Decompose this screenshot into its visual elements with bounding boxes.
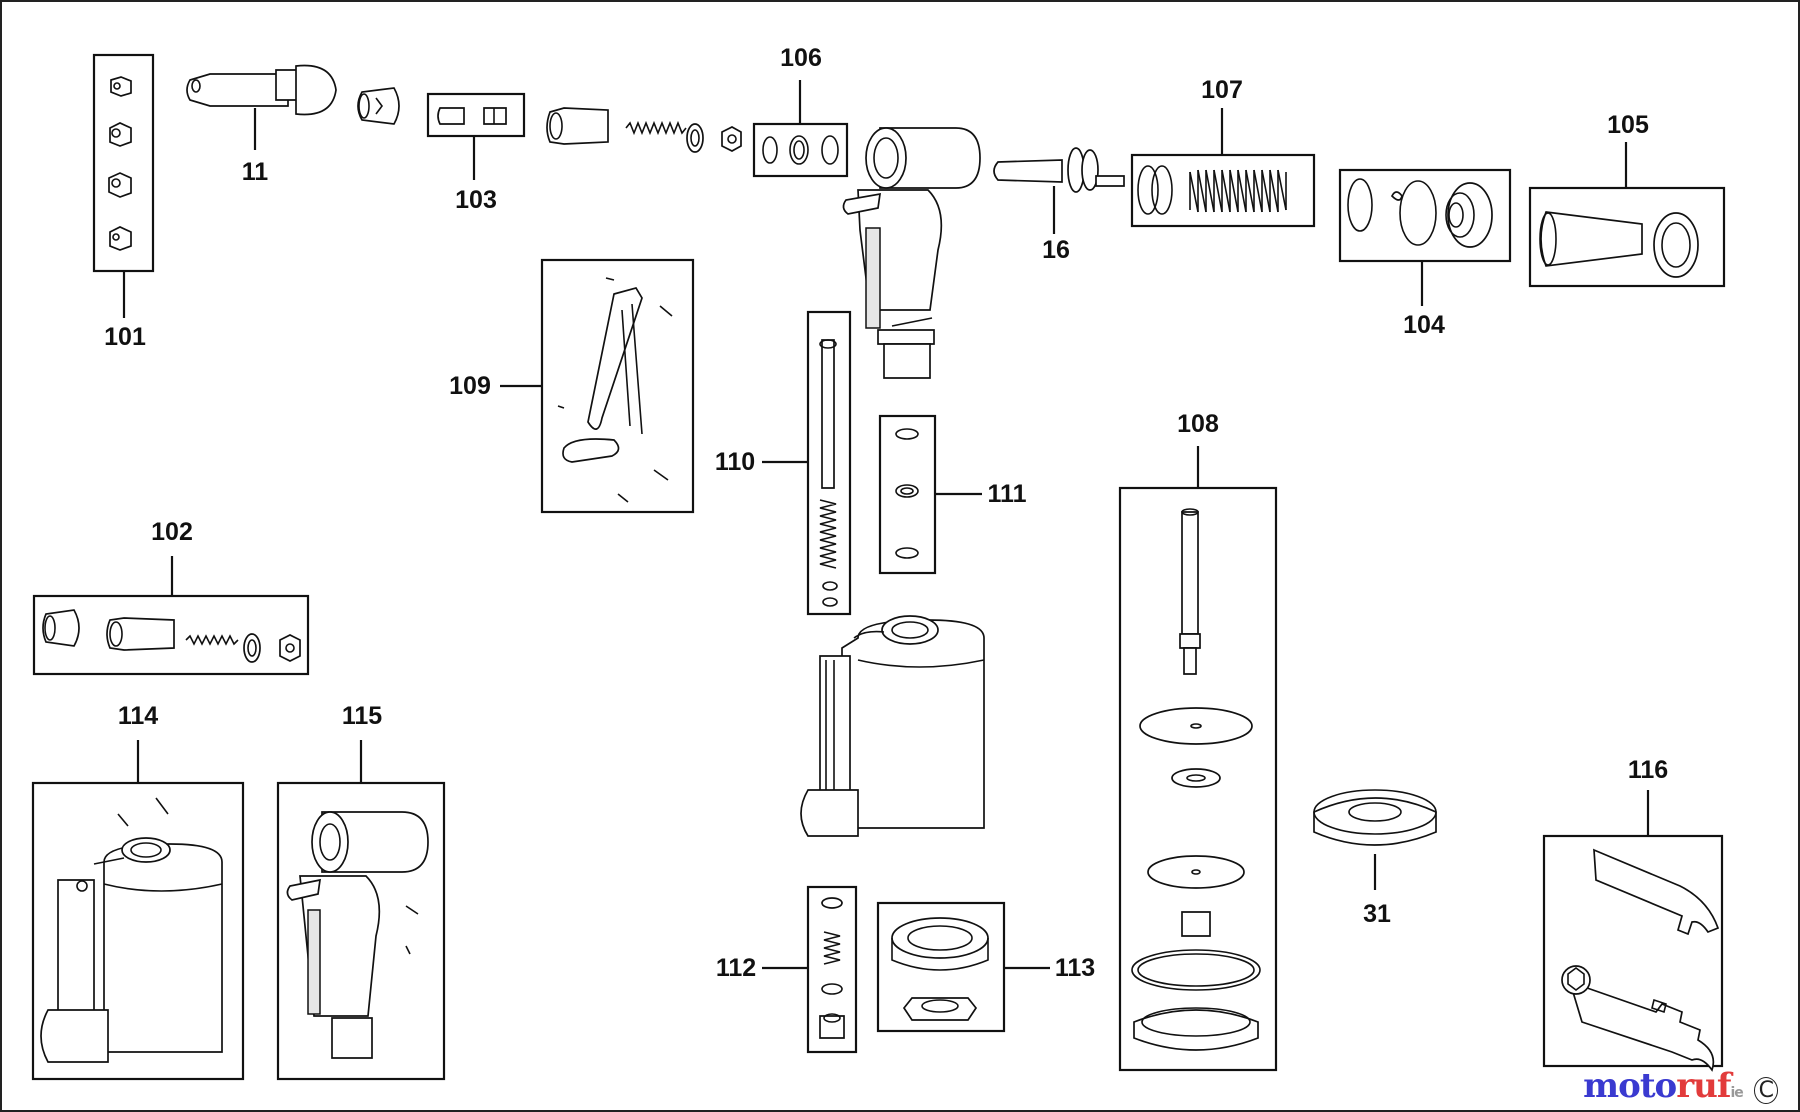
part-107-spring-kit[interactable]: 107 (1130, 76, 1316, 228)
housing-icon (40, 797, 223, 1063)
corner-mark: C (1753, 1077, 1778, 1104)
trigger-icon (557, 277, 673, 503)
part-114-housing-assembly[interactable]: 114 (31, 702, 245, 1081)
o-ring-icon (895, 428, 919, 559)
callout-113: 113 (1055, 954, 1095, 982)
callout-107: 107 (1201, 76, 1243, 104)
callout-105: 105 (1607, 111, 1649, 139)
pusher-spring-icon (546, 107, 742, 153)
part-104-piston-seals[interactable]: 104 (1338, 168, 1512, 339)
part-109-trigger-kit[interactable]: 109 (449, 258, 695, 514)
part-108-piston-kit[interactable]: 108 (1118, 410, 1278, 1072)
nozzle-icon (108, 76, 132, 251)
part-116-wrenches[interactable]: 116 (1542, 756, 1724, 1072)
callout-116: 116 (1628, 756, 1668, 784)
part-11-nose-housing[interactable]: 11 (186, 64, 337, 187)
watermark-suffix: ie (1730, 1085, 1743, 1101)
piston-kit-icon (1131, 508, 1261, 1051)
watermark-brand-part2: ruf (1676, 1066, 1731, 1106)
part-111-o-rings[interactable]: 111 (878, 414, 1027, 575)
callout-108: 108 (1177, 410, 1219, 438)
jaw-icon (437, 107, 507, 125)
callout-112: 112 (716, 954, 756, 982)
callout-102: 102 (151, 518, 193, 546)
callout-101: 101 (104, 323, 146, 351)
cylinder-icon (1539, 211, 1699, 278)
spring-icon (1137, 165, 1287, 215)
part-101-nozzle-set[interactable]: 101 (92, 53, 155, 351)
callout-114: 114 (118, 702, 158, 730)
head-icon (286, 811, 429, 1059)
collar-icon (891, 917, 989, 1021)
part-31-sealing-ring[interactable]: 31 (1313, 789, 1437, 928)
callout-103: 103 (455, 186, 497, 214)
part-16-piston-rod[interactable]: 16 (993, 147, 1125, 264)
part-115-head-assembly[interactable]: 115 (276, 702, 446, 1081)
callout-31: 31 (1363, 900, 1391, 928)
callout-11: 11 (242, 158, 269, 186)
part-113-collar-nut[interactable]: 113 (876, 901, 1095, 1033)
callout-104: 104 (1403, 311, 1445, 339)
part-105-cylinder[interactable]: 105 (1528, 111, 1726, 288)
part-103-jaws[interactable]: 103 (426, 92, 526, 214)
nose-icon (42, 609, 301, 663)
callout-115: 115 (342, 702, 382, 730)
part-106-seals[interactable]: 106 (752, 44, 849, 178)
check-valve-icon (819, 897, 845, 1039)
callout-16: 16 (1042, 236, 1070, 264)
part-110-valve-stem[interactable]: 110 (715, 310, 852, 616)
reservoir-housing[interactable] (800, 615, 985, 837)
tool-body[interactable] (842, 127, 981, 379)
watermark-brand-part1: moto (1583, 1066, 1677, 1106)
seal-icon (1347, 178, 1493, 248)
part-112-check-valve[interactable]: 112 (716, 885, 858, 1054)
wrench-icon (1561, 848, 1720, 1072)
part-102-nose-assembly[interactable]: 102 (32, 518, 310, 676)
jaw-case-icon (357, 87, 400, 125)
callout-111: 111 (988, 480, 1027, 508)
callout-109: 109 (449, 372, 491, 400)
callout-110: 110 (715, 448, 755, 476)
o-ring-icon (762, 135, 839, 165)
valve-icon (819, 339, 838, 607)
site-watermark: motorufie C (1583, 1066, 1778, 1106)
callout-106: 106 (780, 44, 822, 72)
